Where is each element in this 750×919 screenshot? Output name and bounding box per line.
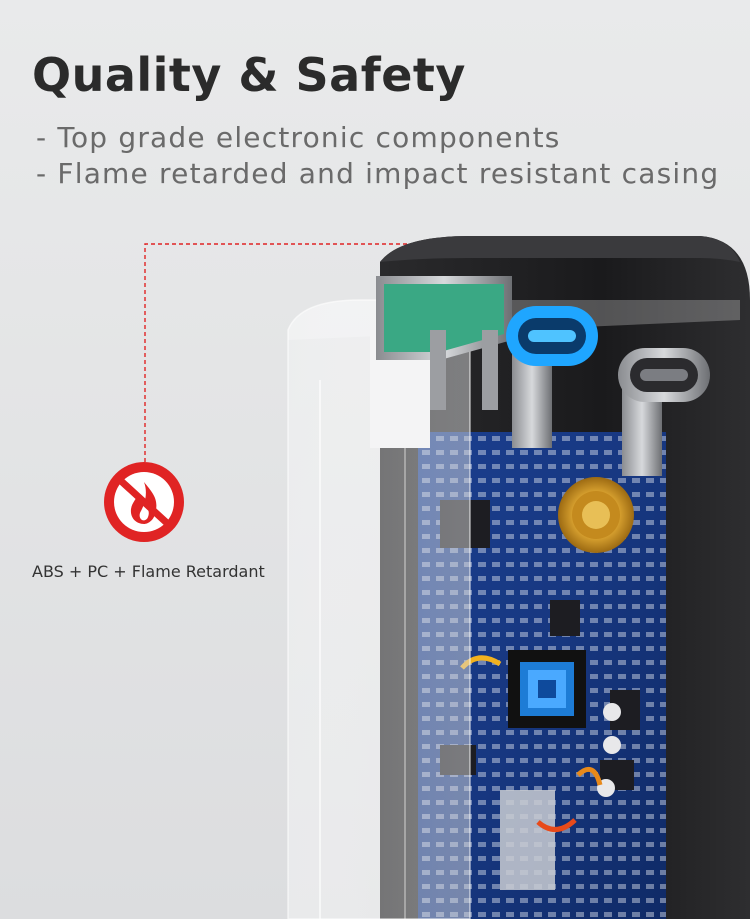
material-label: ABS + PC + Flame Retardant — [32, 562, 265, 581]
page-title: Quality & Safety — [32, 48, 466, 102]
no-fire-icon — [104, 462, 184, 542]
feature-item: - Flame retarded and impact resistant ca… — [36, 157, 720, 190]
feature-list: - Top grade electronic components - Flam… — [36, 120, 719, 192]
feature-item: - Top grade electronic components — [36, 121, 561, 154]
